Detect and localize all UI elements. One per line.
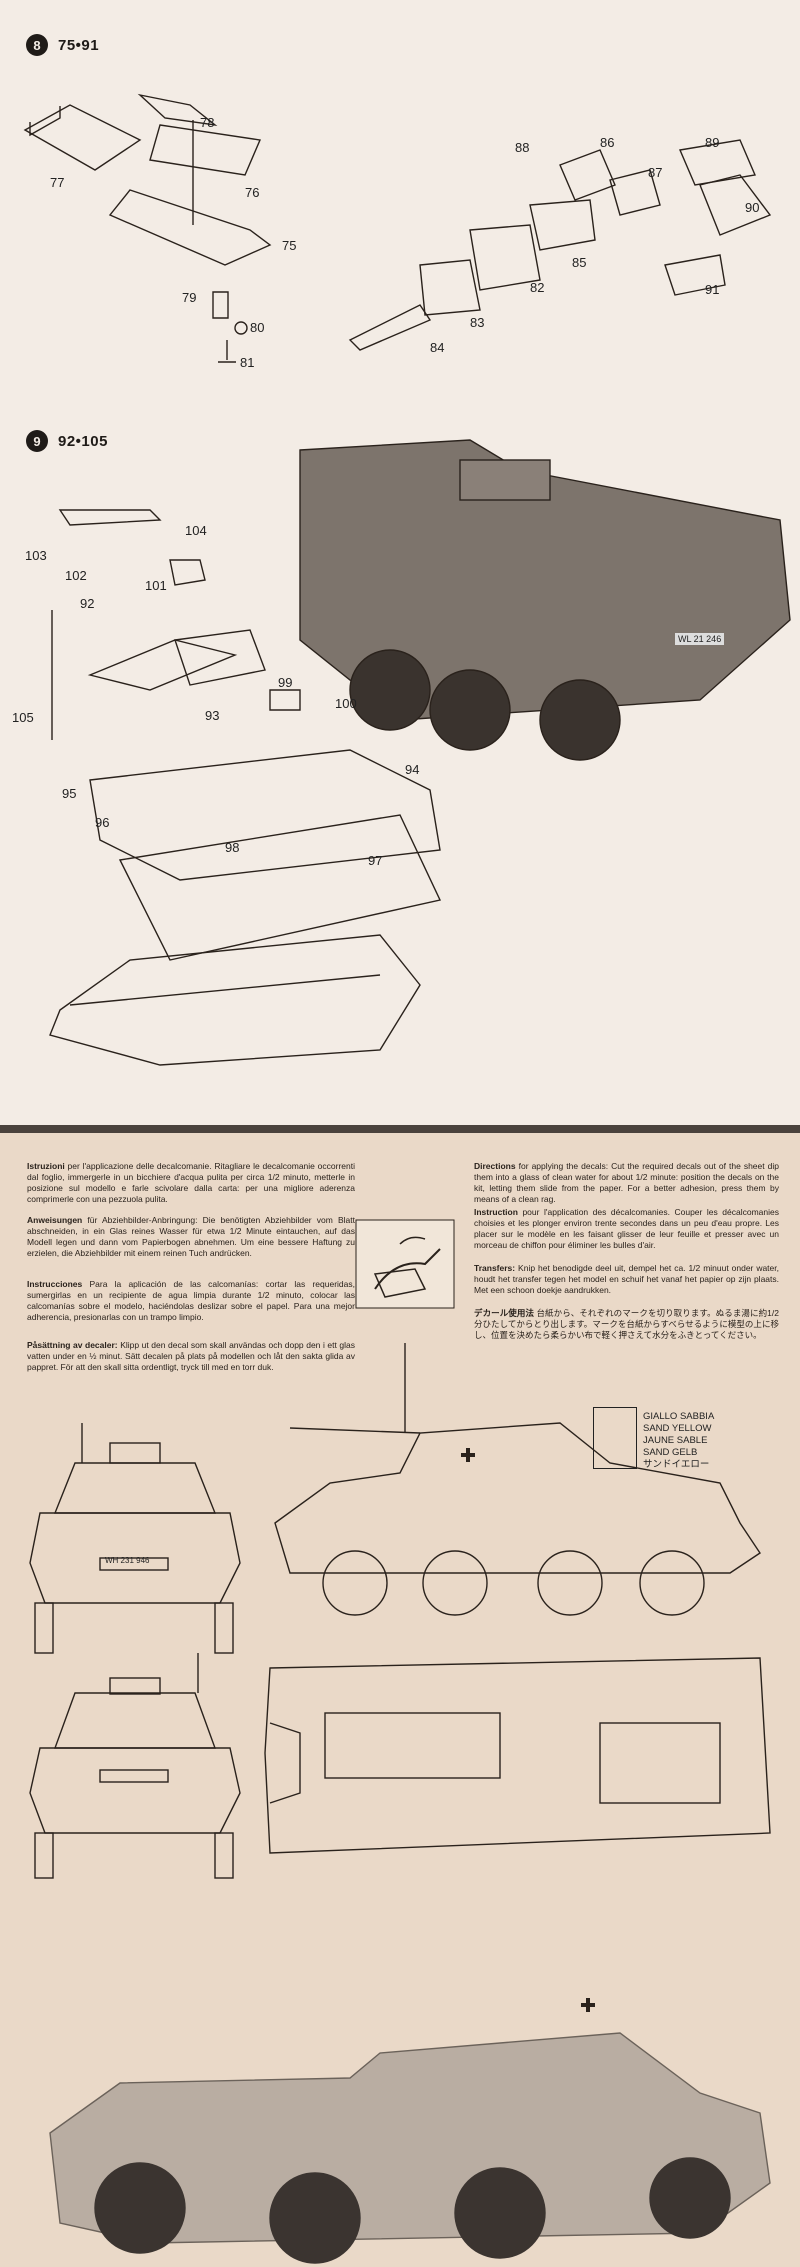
part-90-rack bbox=[699, 174, 772, 236]
decal-hand-illustration bbox=[355, 1219, 455, 1309]
top-view bbox=[264, 1657, 771, 1854]
color-label-en: SAND YELLOW bbox=[643, 1423, 712, 1434]
part-82-box bbox=[469, 224, 541, 291]
wheel-3 bbox=[539, 679, 621, 761]
part-89-rack bbox=[679, 139, 756, 186]
instr-ja: デカール使用法 台紙から、それぞれのマークを切り取ります。ぬるま湯に約1/2分ひ… bbox=[474, 1308, 779, 1340]
color-swatch-labels: GIALLO SABBIA SAND YELLOW JAUNE SABLE SA… bbox=[643, 1411, 714, 1471]
instr-es: Instrucciones Para la aplicación de las … bbox=[27, 1279, 355, 1322]
instr-sv: Påsättning av decaler: Klipp ut den deca… bbox=[27, 1340, 355, 1372]
part-85-box bbox=[529, 199, 596, 251]
callout-92: 92 bbox=[80, 596, 95, 611]
callout-84: 84 bbox=[430, 340, 445, 355]
part-99-bracket bbox=[269, 689, 301, 711]
callout-95: 95 bbox=[62, 786, 77, 801]
callout-86: 86 bbox=[600, 135, 615, 150]
part-103-rail bbox=[58, 509, 162, 526]
part-105-gun bbox=[87, 639, 238, 691]
callout-97: 97 bbox=[368, 853, 383, 868]
callout-88: 88 bbox=[515, 140, 530, 155]
part-83-frame bbox=[419, 259, 481, 316]
step-9-range: 92•105 bbox=[58, 432, 108, 450]
callout-89: 89 bbox=[705, 135, 720, 150]
color-label-it: GIALLO SABBIA bbox=[643, 1411, 715, 1422]
step-9-badge: 9 bbox=[26, 430, 48, 452]
rear-view bbox=[29, 1653, 241, 1879]
callout-75: 75 bbox=[282, 238, 297, 253]
step-8-header: 8 75•91 bbox=[26, 34, 99, 56]
part-76-plate bbox=[149, 124, 262, 176]
color-label-de: SAND GELB bbox=[643, 1447, 698, 1458]
part-75-plate bbox=[108, 189, 272, 266]
decal-page: Istruzioni per l'applicazione delle deca… bbox=[0, 1133, 800, 2267]
vehicle-photo-turret bbox=[459, 459, 551, 501]
plate-front: WH 231 946 bbox=[105, 1556, 150, 1565]
instr-fr: Instruction pour l'application des décal… bbox=[474, 1207, 779, 1250]
part-78-plate bbox=[137, 93, 218, 127]
callout-94: 94 bbox=[405, 762, 420, 777]
part-94-hull-sides bbox=[89, 749, 441, 881]
plate-photo: WL 21 246 bbox=[675, 633, 725, 645]
callout-85: 85 bbox=[572, 255, 587, 270]
callout-104: 104 bbox=[185, 523, 207, 538]
callout-105: 105 bbox=[12, 710, 34, 725]
callout-82: 82 bbox=[530, 280, 545, 295]
callout-99: 99 bbox=[278, 675, 293, 690]
instr-de: Anweisungen für Abziehbilder-Anbringung:… bbox=[27, 1215, 355, 1258]
part-81-pin bbox=[218, 340, 236, 363]
step-9-header: 9 92•105 bbox=[26, 430, 108, 452]
wheel-1 bbox=[349, 649, 431, 731]
callout-103: 103 bbox=[25, 548, 47, 563]
callout-83: 83 bbox=[470, 315, 485, 330]
part-79-bracket bbox=[212, 291, 229, 319]
part-77-flange bbox=[29, 106, 61, 137]
part-92-mantlet bbox=[174, 629, 266, 686]
callout-96: 96 bbox=[95, 815, 110, 830]
callout-102: 102 bbox=[65, 568, 87, 583]
color-label-ja: サンドイエロー bbox=[643, 1459, 710, 1470]
color-label-fr: JAUNE SABLE bbox=[643, 1435, 708, 1446]
vehicle-profiles bbox=[29, 1343, 771, 2264]
callout-77: 77 bbox=[50, 175, 65, 190]
callout-81: 81 bbox=[240, 355, 255, 370]
part-101-mount bbox=[169, 559, 206, 586]
part-77-plate bbox=[23, 104, 142, 171]
part-84-barrel bbox=[348, 304, 432, 351]
instr-en: Directions for applying the decals: Cut … bbox=[474, 1161, 780, 1204]
callout-79: 79 bbox=[182, 290, 197, 305]
part-91-box bbox=[664, 254, 726, 296]
part-88-box bbox=[559, 149, 616, 201]
part-97-deck bbox=[118, 814, 442, 961]
callout-90: 90 bbox=[745, 200, 760, 215]
part-86-box bbox=[609, 169, 661, 216]
callout-98: 98 bbox=[225, 840, 240, 855]
lower-hull bbox=[49, 934, 421, 1066]
callout-93: 93 bbox=[205, 708, 220, 723]
assembly-page: 8 75•91 9 92•105 bbox=[0, 0, 800, 1125]
step-8-badge: 8 bbox=[26, 34, 48, 56]
instr-nl: Transfers: Knip het benodigde deel uit, … bbox=[474, 1263, 779, 1295]
callout-80: 80 bbox=[250, 320, 265, 335]
callout-78: 78 bbox=[200, 115, 215, 130]
wheel-2 bbox=[429, 669, 511, 751]
callout-87: 87 bbox=[648, 165, 663, 180]
lower-hull-line bbox=[69, 974, 381, 1006]
exploded-diagram bbox=[23, 93, 791, 1066]
callout-91: 91 bbox=[705, 282, 720, 297]
part-80-washer bbox=[234, 321, 248, 335]
callout-101: 101 bbox=[145, 578, 167, 593]
step-8-range: 75•91 bbox=[58, 36, 100, 54]
callout-100: 100 bbox=[335, 696, 357, 711]
instr-it: Istruzioni per l'applicazione delle deca… bbox=[27, 1161, 355, 1204]
side-view bbox=[274, 1343, 761, 1616]
front-view bbox=[29, 1423, 241, 1654]
color-swatch bbox=[593, 1407, 637, 1469]
callout-76: 76 bbox=[245, 185, 260, 200]
vehicle-photo-silhouette bbox=[299, 439, 791, 721]
